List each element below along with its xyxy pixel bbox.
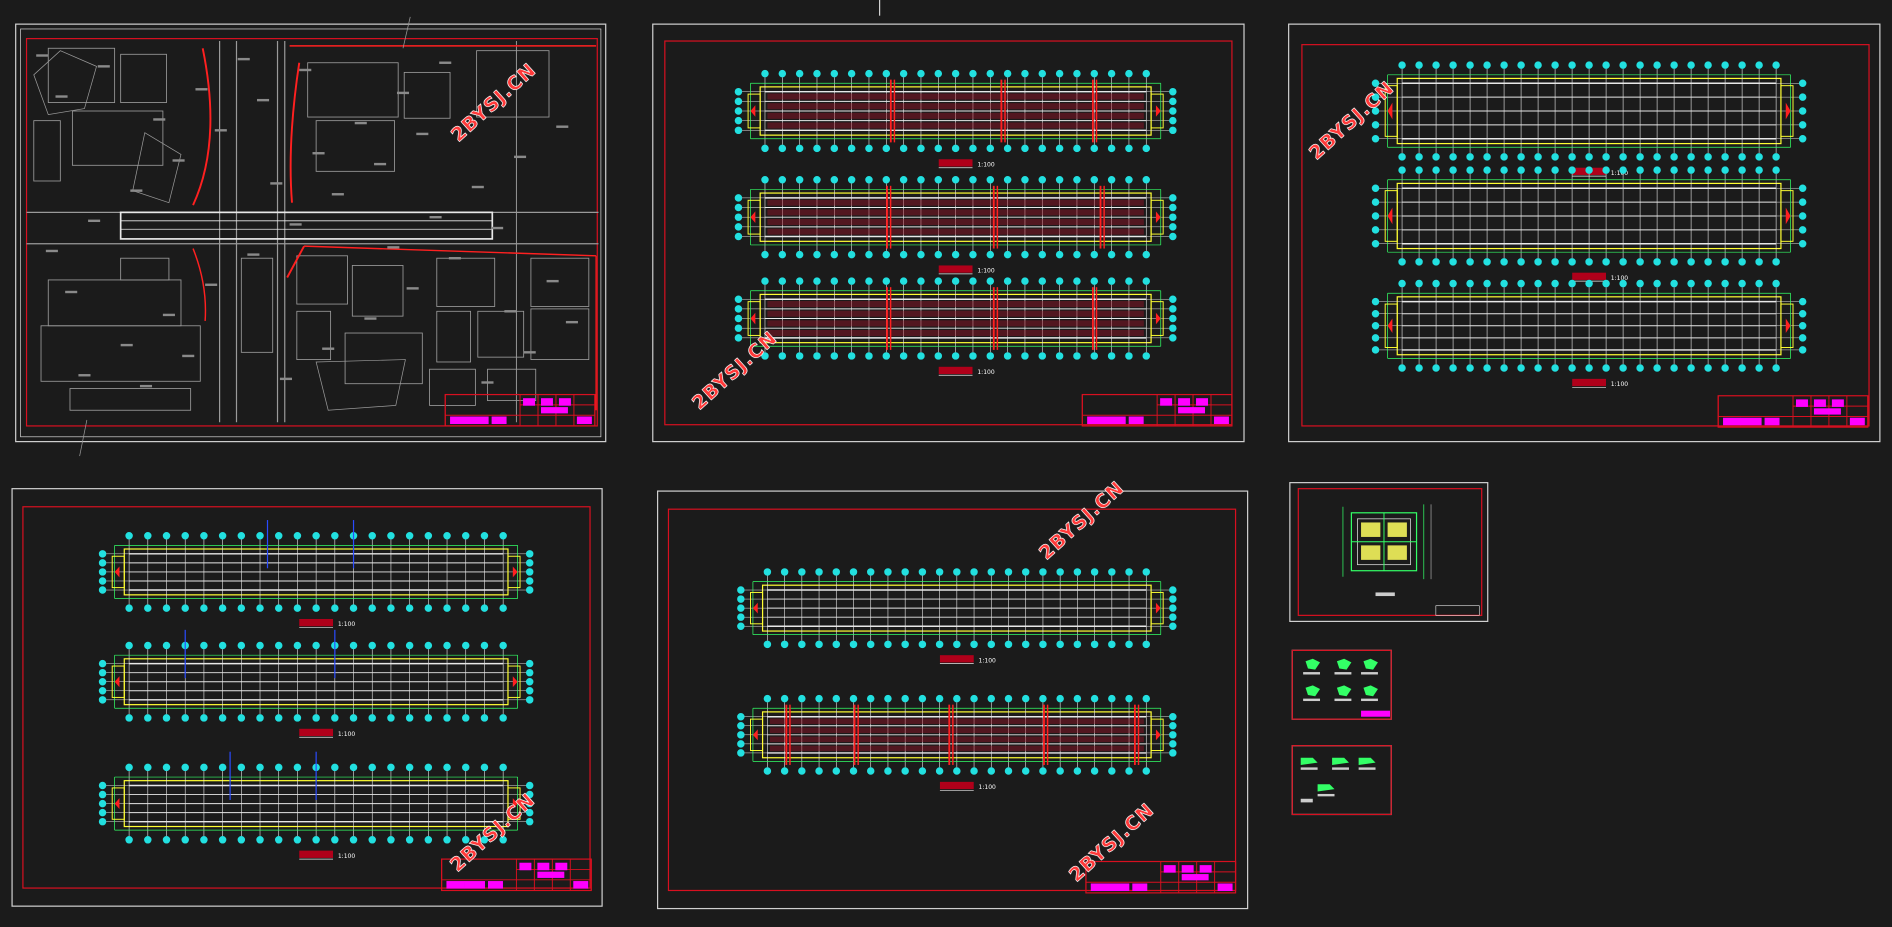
floor-plan: 1:100 [734, 277, 1177, 376]
floor-plan: 1:100 [98, 520, 534, 628]
floor-plan: 1:100 [737, 694, 1177, 791]
floor-plan: 1:100 [734, 176, 1177, 275]
title-block [441, 858, 592, 892]
floor-plan: 1:100 [734, 69, 1177, 169]
floor-plan: 1:100 [1371, 279, 1807, 388]
floor-plan: 1:100 [98, 751, 534, 860]
plan-sheet-2: 1:100 1:100 1:100 [1288, 23, 1881, 443]
svg-text:1:100: 1:100 [338, 621, 356, 628]
floor-plan: 1:100 [98, 629, 534, 738]
floor-plan: 1:100 [737, 568, 1177, 664]
floor-plan: 1:100 [1371, 61, 1807, 177]
svg-text:1:100: 1:100 [1611, 170, 1629, 177]
plan-sheet-1: 1:100 1:100 1:100 [652, 23, 1245, 443]
svg-text:1:100: 1:100 [338, 731, 356, 738]
plan-sheet-3: 1:100 1:100 1:100 [11, 488, 603, 907]
svg-text:1:100: 1:100 [338, 853, 356, 860]
site-map [26, 16, 599, 457]
section-sheet [1289, 482, 1489, 623]
title-block [1085, 860, 1237, 894]
title-block [1717, 395, 1869, 428]
plan-sheet-4: 1:100 1:100 [656, 490, 1249, 910]
title-block [444, 393, 596, 427]
svg-text:1:100: 1:100 [977, 162, 995, 169]
svg-text:1:100: 1:100 [1611, 381, 1629, 388]
detail-drawing [1300, 757, 1376, 803]
detail-sheet-2 [1291, 745, 1392, 816]
svg-text:1:100: 1:100 [977, 268, 995, 275]
site-plan-sheet [15, 16, 607, 457]
section-drawing [1342, 504, 1480, 616]
svg-text:1:100: 1:100 [979, 657, 997, 664]
svg-text:1:100: 1:100 [1611, 275, 1629, 282]
detail-sheet-1 [1291, 649, 1392, 720]
detail-drawing [1303, 658, 1391, 717]
svg-text:1:100: 1:100 [977, 369, 995, 376]
drawing-root: 1:1001:1001:1001:1001:1001:1001:1001:100… [11, 0, 1881, 910]
title-block [1081, 393, 1233, 427]
floor-plan: 1:100 [1371, 166, 1807, 282]
svg-text:1:100: 1:100 [979, 784, 997, 791]
